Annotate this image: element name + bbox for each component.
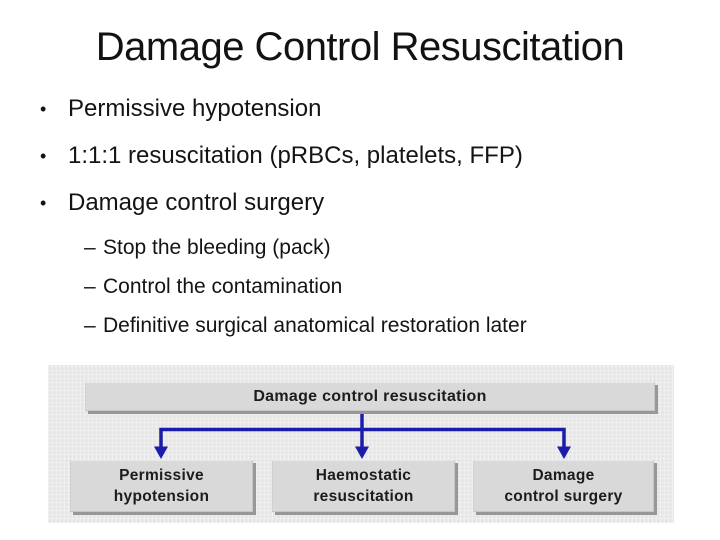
sub-bullet-list: – Stop the bleeding (pack) – Control the… [40,235,706,339]
bullet-text: Permissive hypotension [68,95,322,122]
sub-bullet-text: Stop the bleeding (pack) [103,236,331,259]
bullet-item: • 1:1:1 resuscitation (pRBCs, platelets,… [40,141,706,171]
bullet-dot-icon: • [40,193,47,213]
sub-bullet-text: Definitive surgical anatomical restorati… [103,314,527,337]
bullet-item: • Permissive hypotension [40,94,706,124]
arrowhead-down-icon [557,446,571,459]
arrowhead-down-icon [154,446,168,459]
flowchart-box-label-line: resuscitation [313,488,414,505]
dash-icon: – [84,236,96,259]
flowchart-box-permissive-hypotension: Permissive hypotension [70,460,253,512]
flowchart-box-label-line: Damage [532,467,595,484]
flowchart-box-label-line: Permissive [119,467,204,484]
sub-bullet-item: – Stop the bleeding (pack) [84,235,706,261]
flowchart-root-box: Damage control resuscitation [85,382,655,411]
bullet-item: • Damage control surgery [40,188,706,218]
arrowhead-down-icon [355,446,369,459]
bullet-dot-icon: • [40,146,47,166]
connector-line [159,427,566,448]
flowchart-box-label-line: control surgery [504,488,623,505]
flowchart-box-label-line: hypotension [113,488,210,505]
sub-bullet-item: – Control the contamination [84,274,706,300]
slide-body: • Permissive hypotension • 1:1:1 resusci… [40,94,706,352]
sub-bullet-text: Control the contamination [103,275,343,298]
sub-bullet-item: – Definitive surgical anatomical restora… [84,313,706,339]
flowchart-box-label-line: Haemostatic [315,467,412,484]
bullet-text: Damage control surgery [68,189,325,216]
flowchart-box-haemostatic-resuscitation: Haemostatic resuscitation [272,460,455,512]
dash-icon: – [84,275,96,298]
bullet-dot-icon: • [40,99,47,119]
dash-icon: – [84,314,96,337]
flowchart-box-damage-control-surgery: Damage control surgery [473,460,654,512]
flowchart-figure: Damage control resuscitation Permissive … [48,365,674,523]
bullet-text: 1:1:1 resuscitation (pRBCs, platelets, F… [68,142,523,169]
slide-title: Damage Control Resuscitation [95,25,625,69]
